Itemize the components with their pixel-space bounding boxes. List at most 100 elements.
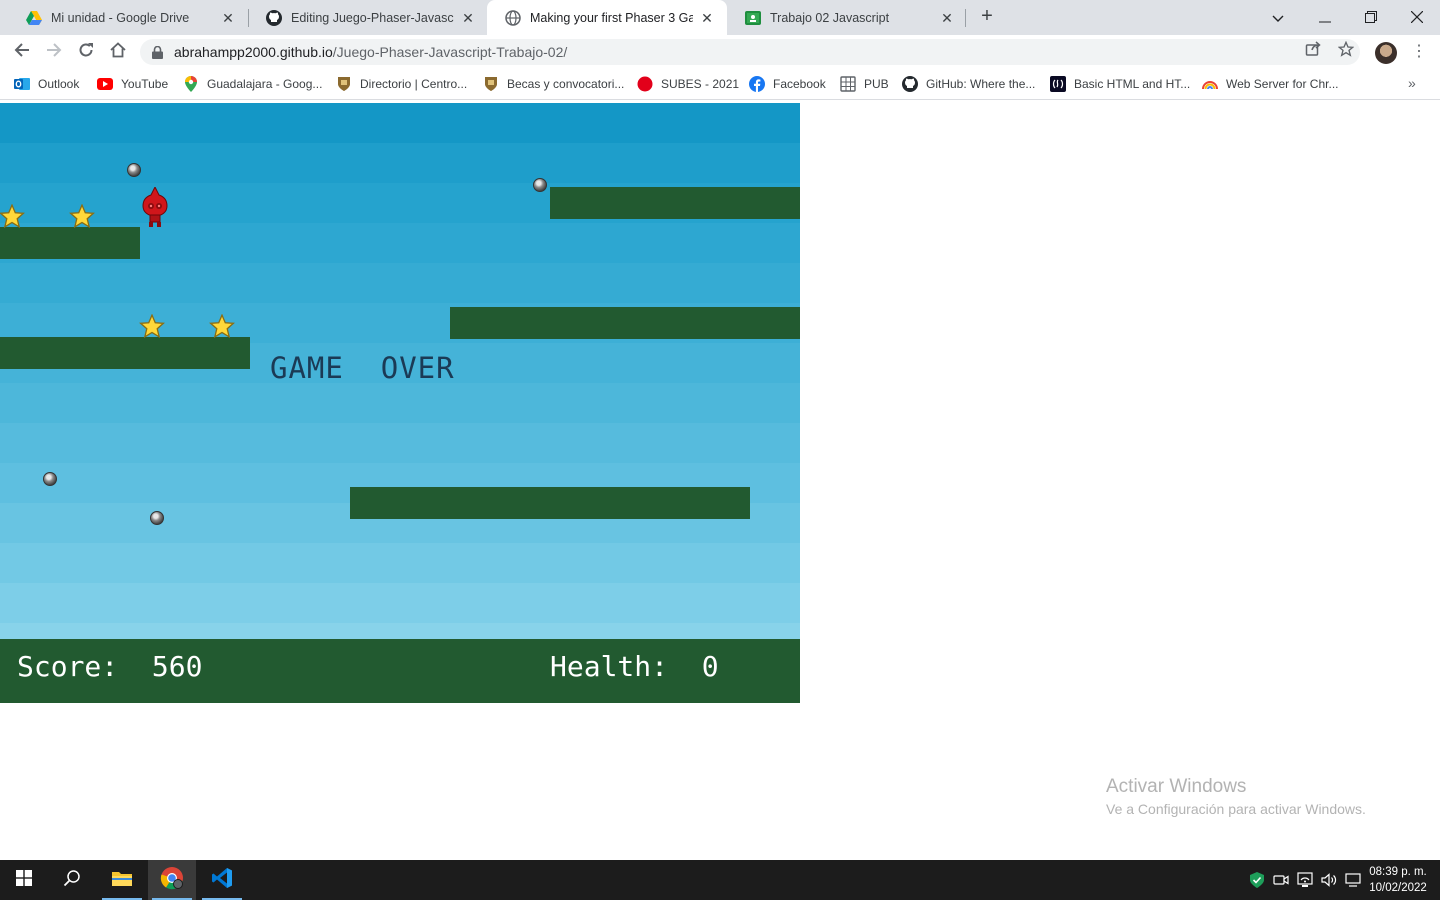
chevron-down-icon	[1272, 10, 1284, 26]
classroom-icon	[745, 10, 761, 26]
bookmark-becas[interactable]: Becas y convocatori...	[483, 75, 624, 93]
platform	[0, 337, 250, 369]
restore-button[interactable]	[1348, 0, 1394, 35]
watermark-subtitle: Ve a Configuración para activar Windows.	[1106, 801, 1366, 817]
reload-icon	[78, 42, 94, 63]
game-canvas[interactable]: GAME OVER Score: 560 Health: 0	[0, 103, 800, 703]
freecodecamp-icon	[1050, 76, 1066, 92]
restore-icon	[1365, 10, 1377, 26]
new-tab-button[interactable]: +	[981, 5, 993, 27]
url-path: /Juego-Phaser-Javascript-Trabajo-02/	[332, 44, 568, 60]
tab-title: Mi unidad - Google Drive	[51, 10, 190, 25]
meet-now-icon[interactable]	[1273, 872, 1289, 888]
close-icon[interactable]: ✕	[701, 9, 713, 26]
bomb-icon	[150, 511, 164, 525]
taskbar-clock[interactable]: 08:39 p. m. 10/02/2022	[1366, 864, 1430, 896]
file-explorer-button[interactable]	[98, 860, 146, 900]
vscode-button[interactable]	[198, 860, 246, 900]
avatar[interactable]	[1375, 42, 1397, 64]
platform	[450, 307, 800, 339]
bookmark-basic-html[interactable]: Basic HTML and HT...	[1050, 75, 1190, 93]
crest-icon	[483, 76, 499, 92]
shield-icon[interactable]	[1249, 872, 1265, 888]
github-icon	[902, 76, 918, 92]
tab-github-editing[interactable]: Editing Juego-Phaser-Javascript- ✕	[248, 0, 488, 35]
score-text: Score: 560	[17, 650, 203, 683]
kebab-menu-icon[interactable]: ⋮	[1411, 43, 1427, 60]
address-bar[interactable]: abrahampp2000.github.io/Juego-Phaser-Jav…	[140, 39, 1360, 65]
home-icon	[110, 41, 126, 63]
tab-google-drive[interactable]: Mi unidad - Google Drive ✕	[8, 0, 248, 35]
player-character	[142, 187, 168, 227]
google-drive-icon	[26, 10, 42, 26]
star-icon	[139, 314, 165, 338]
network-icon[interactable]	[1297, 872, 1313, 888]
tab-divider	[248, 9, 249, 27]
running-indicator	[102, 898, 142, 900]
tab-strip: Mi unidad - Google Drive ✕ Editing Juego…	[0, 0, 1440, 35]
home-button[interactable]	[106, 40, 130, 64]
bookmark-label: PUB	[864, 77, 889, 91]
close-window-button[interactable]	[1394, 0, 1440, 35]
bookmarks-bar: Outlook YouTube Guadalajara - Goog... Di…	[0, 69, 1440, 100]
bookmark-youtube[interactable]: YouTube	[97, 75, 168, 93]
start-button[interactable]	[0, 860, 48, 900]
chrome-button[interactable]	[148, 860, 196, 900]
arrow-right-icon	[46, 42, 62, 63]
browser-toolbar: abrahampp2000.github.io/Juego-Phaser-Jav…	[0, 35, 1440, 69]
watermark-title: Activar Windows	[1106, 776, 1247, 797]
bookmarks-overflow-button[interactable]: »	[1408, 75, 1416, 91]
url-host: abrahampp2000.github.io	[174, 44, 333, 60]
star-icon	[69, 204, 95, 228]
activate-windows-watermark: Activar Windows Ve a Configuración para …	[1106, 776, 1366, 817]
bookmark-outlook[interactable]: Outlook	[14, 75, 79, 93]
chrome-icon	[160, 866, 184, 895]
running-indicator	[202, 898, 242, 900]
bookmark-web-server[interactable]: Web Server for Chr...	[1202, 75, 1338, 93]
bookmark-github[interactable]: GitHub: Where the...	[902, 75, 1035, 93]
search-button[interactable]	[48, 860, 96, 900]
crest-icon	[336, 76, 352, 92]
bomb-icon	[43, 472, 57, 486]
red-circle-icon	[637, 76, 653, 92]
bomb-icon	[533, 178, 547, 192]
taskbar: 08:39 p. m. 10/02/2022	[0, 860, 1440, 900]
back-button[interactable]	[10, 40, 34, 64]
share-icon[interactable]	[1304, 40, 1322, 58]
tab-title: Editing Juego-Phaser-Javascript-	[291, 10, 454, 25]
platform	[550, 187, 800, 219]
bookmark-directorio[interactable]: Directorio | Centro...	[336, 75, 467, 93]
reload-button[interactable]	[74, 40, 98, 64]
tab-divider	[965, 9, 966, 27]
volume-icon[interactable]	[1321, 872, 1337, 888]
notifications-icon[interactable]	[1345, 872, 1361, 888]
globe-icon	[505, 9, 521, 26]
forward-button[interactable]	[42, 40, 66, 64]
bookmark-star-icon[interactable]	[1337, 40, 1355, 58]
tab-trabajo-javascript[interactable]: Trabajo 02 Javascript ✕	[727, 0, 967, 35]
minimize-button[interactable]	[1302, 0, 1348, 35]
windows-icon	[16, 869, 32, 891]
lock-icon[interactable]	[152, 45, 166, 59]
tab-phaser-game[interactable]: Making your first Phaser 3 Game ✕	[487, 0, 727, 35]
close-icon[interactable]: ✕	[462, 9, 474, 26]
close-icon[interactable]: ✕	[222, 9, 234, 26]
bookmark-guadalajara[interactable]: Guadalajara - Goog...	[183, 75, 322, 93]
tab-title: Making your first Phaser 3 Game	[530, 10, 693, 25]
tab-search-button[interactable]	[1255, 0, 1301, 35]
bomb-icon	[127, 163, 141, 177]
bookmark-label: Guadalajara - Goog...	[207, 77, 323, 91]
folder-icon	[111, 869, 133, 892]
close-icon[interactable]: ✕	[941, 9, 953, 26]
facebook-icon	[749, 76, 765, 92]
star-icon	[209, 314, 235, 338]
bookmark-label: Becas y convocatori...	[507, 77, 625, 91]
bookmark-subes[interactable]: SUBES - 2021	[637, 75, 739, 93]
bookmark-facebook[interactable]: Facebook	[749, 75, 826, 93]
bookmark-pub[interactable]: PUB	[840, 75, 889, 93]
platform	[0, 227, 140, 259]
arrow-left-icon	[14, 42, 30, 63]
bookmark-label: Basic HTML and HT...	[1074, 77, 1191, 91]
bookmark-label: Facebook	[773, 77, 826, 91]
outlook-icon	[14, 76, 30, 92]
